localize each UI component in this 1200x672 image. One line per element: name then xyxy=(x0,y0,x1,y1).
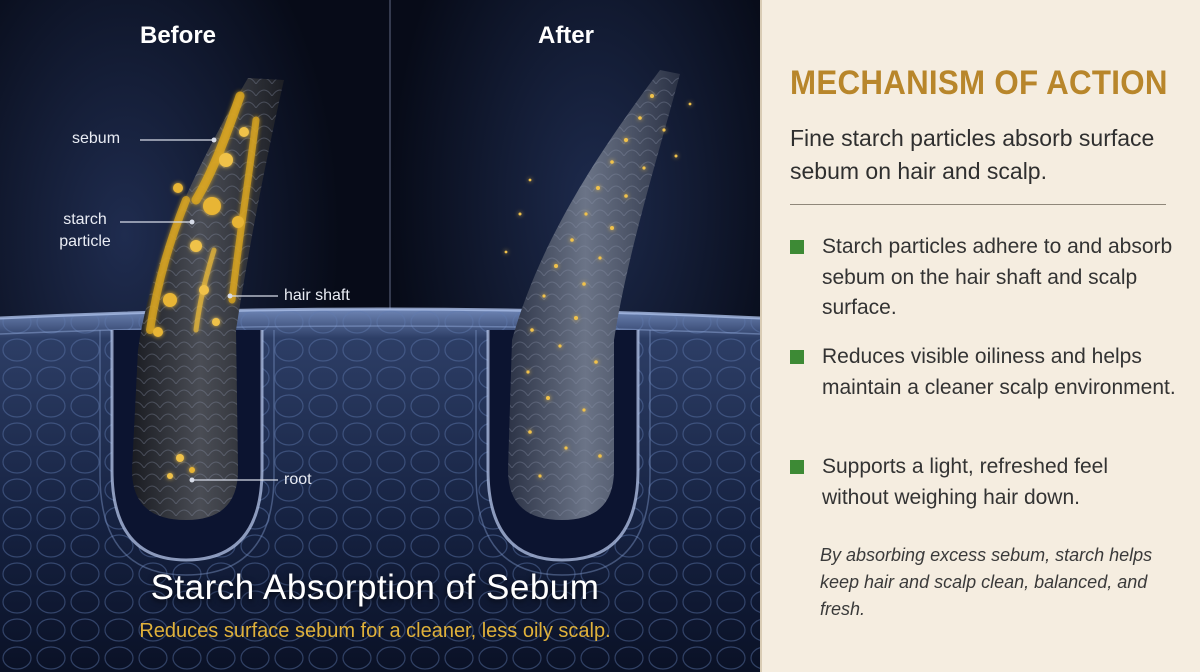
hair-shaft-after xyxy=(508,70,680,520)
bullet-item: Starch particles adhere to and absorb se… xyxy=(790,232,1180,324)
green-square-bullet-icon xyxy=(790,240,804,254)
root-label: root xyxy=(284,471,312,488)
mechanism-divider xyxy=(790,204,1166,205)
hair-scalp-illustration xyxy=(0,0,760,672)
sebum-label: sebum xyxy=(72,130,121,147)
bullet-text: Starch particles adhere to and absorb se… xyxy=(822,235,1173,319)
green-square-bullet-icon xyxy=(790,350,804,364)
mechanism-lead: Fine starch particles absorb surface seb… xyxy=(790,125,1155,184)
starch-particles xyxy=(504,94,692,478)
mechanism-panel: MECHANISM OF ACTION Fine starch particle… xyxy=(760,0,1200,672)
bullet-text: Supports a light, refreshed feel without… xyxy=(822,455,1109,509)
mechanism-title: MECHANISM OF ACTION xyxy=(790,64,1168,102)
bullet-text: Reduces visible oiliness and helps maint… xyxy=(822,345,1176,399)
mechanism-closing-note: By absorbing excess sebum, starch helps … xyxy=(820,545,1153,619)
hair-shaft-label: hair shaft xyxy=(284,287,350,304)
caption-subtitle: Reduces surface sebum for a cleaner, les… xyxy=(139,620,611,642)
after-heading: After xyxy=(537,22,594,49)
caption-title: Starch Absorption of Sebum xyxy=(150,568,600,607)
green-square-bullet-icon xyxy=(790,460,804,474)
callout-lines xyxy=(120,137,278,483)
bullet-item: Reduces visible oiliness and helps maint… xyxy=(790,342,1180,403)
sebum-coating xyxy=(146,91,260,479)
bullet-item: Supports a light, refreshed feel without… xyxy=(790,452,1180,513)
before-heading: Before xyxy=(139,22,217,49)
starch-particle-label: starch particle xyxy=(59,211,111,250)
